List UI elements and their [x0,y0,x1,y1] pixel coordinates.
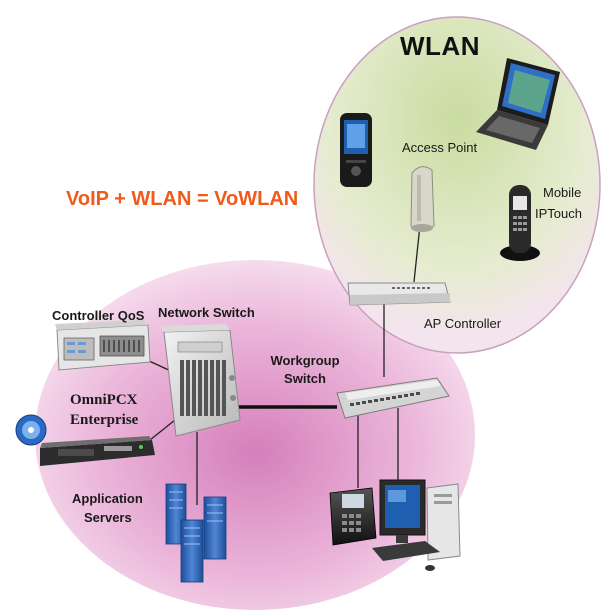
workgroup-switch-icon [336,377,450,419]
ip-phone-icon [329,487,377,546]
network-switch-label: Network Switch [158,305,255,320]
controller-qos-label: Controller QoS [52,308,145,323]
link-omnipcx-to-netswitch [149,419,176,441]
desktop-computer-icon [372,479,461,571]
iptouch-label: IPTouch [535,206,582,221]
access-point-label: Access Point [402,140,478,155]
ap-controller-icon [347,282,451,306]
controller-qos-icon [55,320,151,371]
workgroup-label: Workgroup [270,353,340,368]
omnipcx-server-icon [40,436,155,466]
network-links [146,224,421,505]
access-point-icon [410,166,435,232]
application-servers-icon [165,483,227,583]
link-ap-to-controller [413,224,421,283]
network-switch-icon [160,324,241,437]
enterprise-label: Enterprise [70,412,139,428]
omnipcx-label: OmniPCX [70,392,138,408]
mobile-label: Mobile [543,185,582,200]
switch-label: Switch [284,371,326,386]
pda-icon [340,113,372,187]
cd-icon [15,414,47,446]
wlan-zone-title: WLAN [400,31,480,61]
ap-controller-label: AP Controller [424,316,502,331]
headline: VoIP + WLAN = VoWLAN [66,188,299,210]
servers-label: Servers [84,510,132,525]
application-label: Application [72,491,143,506]
mobile-phone-icon [500,185,540,261]
laptop-icon [476,58,560,150]
